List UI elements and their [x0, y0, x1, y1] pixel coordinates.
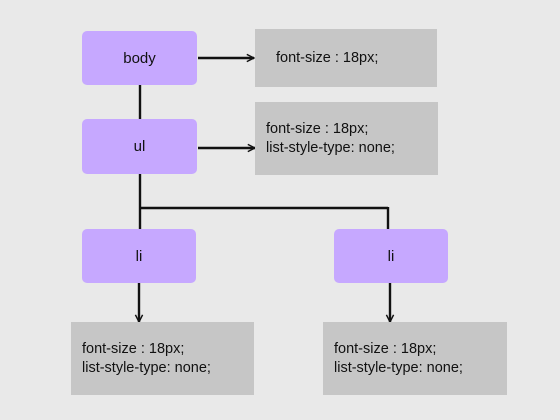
- node-ul-label: ul: [133, 138, 146, 155]
- node-body-label: body: [123, 49, 156, 67]
- node-li-left: li: [82, 229, 196, 283]
- style-box-li-right: font-size : 18px; list-style-type: none;: [323, 322, 507, 395]
- style-line: font-size : 18px;: [82, 340, 185, 357]
- style-box-ul: font-size : 18px; list-style-type: none;: [255, 102, 438, 175]
- node-li-right: li: [334, 229, 448, 283]
- style-box-body: font-size : 18px;: [255, 29, 437, 87]
- style-box-li-left: font-size : 18px; list-style-type: none;: [71, 322, 254, 395]
- style-line: font-size : 18px;: [334, 340, 437, 357]
- node-li-left-label: li: [135, 247, 143, 265]
- node-li-right-label: li: [387, 247, 395, 265]
- style-line: list-style-type: none;: [266, 139, 395, 156]
- style-line: font-size : 18px;: [276, 49, 379, 66]
- style-line: list-style-type: none;: [82, 359, 211, 376]
- node-ul: ul: [82, 119, 197, 174]
- style-line: list-style-type: none;: [334, 359, 463, 376]
- node-body: body: [82, 31, 197, 85]
- style-line: font-size : 18px;: [266, 120, 369, 137]
